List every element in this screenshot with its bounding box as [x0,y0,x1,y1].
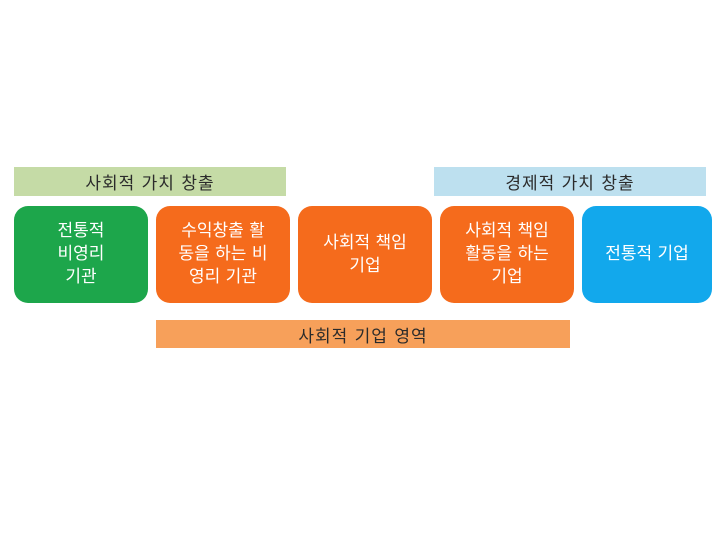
csr-active-company-label: 사회적 책임 활동을 하는 기업 [465,221,549,287]
social-enterprise-area-label: 사회적 기업 영역 [298,326,428,347]
revenue-generating-nonprofit-label: 수익창출 활 동을 하는 비 영리 기관 [178,221,268,287]
traditional-company-box: 전통적 기업 [582,206,712,303]
socially-responsible-enterprise-box: 사회적 책임 기업 [298,206,432,303]
social-value-creation-label: 사회적 가치 창출 [85,174,215,194]
traditional-company-label: 전통적 기업 [605,244,689,264]
traditional-nonprofit-label: 전통적 비영리 기관 [57,221,105,287]
economic-value-creation-label: 경제적 가치 창출 [505,174,635,194]
socially-responsible-enterprise-label: 사회적 책임 기업 [323,232,407,276]
csr-active-company-box: 사회적 책임 활동을 하는 기업 [440,206,574,303]
social-enterprise-area-band: 사회적 기업 영역 [156,320,570,348]
economic-value-creation-band: 경제적 가치 창출 [434,167,706,196]
social-value-creation-band: 사회적 가치 창출 [14,167,286,196]
traditional-nonprofit-box: 전통적 비영리 기관 [14,206,148,303]
revenue-generating-nonprofit-box: 수익창출 활 동을 하는 비 영리 기관 [156,206,290,303]
